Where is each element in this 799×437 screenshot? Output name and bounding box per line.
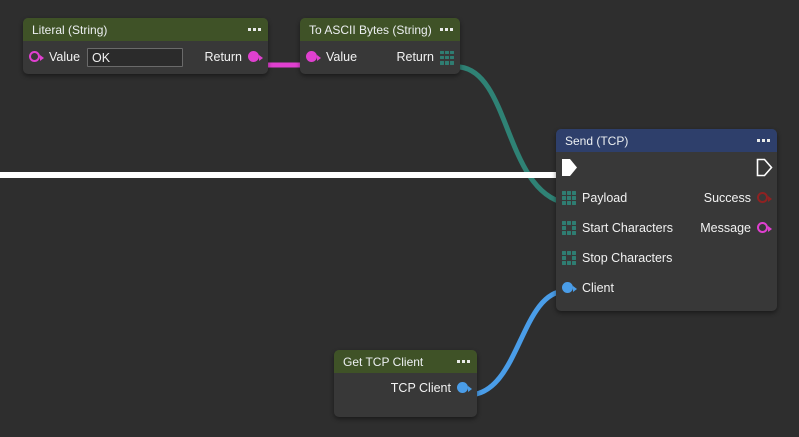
exec-out-arrow-icon[interactable]	[756, 158, 773, 177]
wire-tcpclient-to-send-client[interactable]	[465, 288, 569, 398]
node-body: TCP Client	[334, 373, 477, 417]
node-header[interactable]: Get TCP Client	[334, 350, 477, 373]
node-bottom-padding	[334, 403, 477, 417]
output-label-message: Message	[700, 220, 751, 235]
input-port-slot	[23, 51, 49, 64]
node-literal-string[interactable]: Literal (String) Value Return	[23, 18, 268, 74]
input-port-slot	[556, 281, 582, 295]
input-label-stop-characters: Stop Characters	[582, 250, 673, 265]
output-port-slot	[242, 51, 268, 64]
input-label-value: Value	[326, 50, 358, 64]
node-row: Start Characters Message	[556, 213, 777, 243]
client-port-icon[interactable]	[456, 381, 472, 395]
node-body: Value Return	[300, 41, 460, 74]
node-row: TCP Client	[334, 373, 477, 403]
node-row: Stop Characters	[556, 243, 777, 273]
output-label-return: Return	[396, 50, 434, 64]
ellipsis-icon[interactable]	[757, 139, 770, 142]
exec-in-arrow-icon[interactable]	[561, 158, 578, 177]
output-label-tcp-client: TCP Client	[390, 380, 451, 395]
node-body: Payload Success Start Characters Message	[556, 152, 777, 311]
client-port-icon[interactable]	[561, 281, 577, 295]
node-row: Client	[556, 273, 777, 303]
input-port-slot	[556, 221, 582, 235]
node-exec-row	[556, 152, 777, 183]
input-label-start-characters: Start Characters	[582, 220, 674, 235]
string-port-icon[interactable]	[756, 221, 772, 235]
byte-array-port-icon[interactable]	[440, 50, 454, 65]
wire-ascii-return-to-send-payload[interactable]	[457, 64, 568, 206]
output-port-slot	[751, 221, 777, 235]
string-port-icon[interactable]	[247, 51, 263, 64]
node-body: Value Return	[23, 41, 268, 74]
output-port-slot	[751, 191, 777, 205]
string-port-icon[interactable]	[28, 51, 44, 64]
node-title: Literal (String)	[32, 22, 108, 37]
node-title: Send (TCP)	[565, 133, 629, 148]
exec-out-port-slot	[751, 158, 777, 177]
output-port-slot	[434, 50, 460, 65]
output-port-slot	[451, 381, 477, 395]
exec-in-port-slot	[556, 158, 582, 177]
byte-array-port-icon[interactable]	[562, 251, 576, 265]
input-port-slot	[556, 251, 582, 265]
byte-array-port-icon[interactable]	[562, 191, 576, 205]
output-label-return: Return	[204, 50, 242, 64]
input-port-slot	[556, 191, 582, 205]
node-title: To ASCII Bytes (String)	[309, 22, 432, 37]
node-bottom-padding	[556, 303, 777, 311]
node-header[interactable]: To ASCII Bytes (String)	[300, 18, 460, 41]
byte-array-port-icon[interactable]	[562, 221, 576, 235]
ellipsis-icon[interactable]	[248, 28, 261, 31]
ellipsis-icon[interactable]	[457, 360, 470, 363]
node-send-tcp[interactable]: Send (TCP)	[556, 129, 777, 311]
node-row: Value Return	[300, 41, 460, 74]
input-label-value: Value	[49, 50, 81, 64]
ellipsis-icon[interactable]	[440, 28, 453, 31]
boolean-port-icon[interactable]	[756, 191, 772, 205]
node-get-tcp-client[interactable]: Get TCP Client TCP Client	[334, 350, 477, 417]
node-header[interactable]: Literal (String)	[23, 18, 268, 41]
output-label-success: Success	[703, 190, 751, 205]
node-to-ascii-bytes-string[interactable]: To ASCII Bytes (String) Value Return	[300, 18, 460, 74]
node-title: Get TCP Client	[343, 354, 424, 369]
input-port-slot	[300, 51, 326, 64]
input-label-payload: Payload	[582, 190, 628, 205]
input-label-client: Client	[582, 280, 614, 295]
value-input[interactable]	[87, 48, 184, 67]
node-header[interactable]: Send (TCP)	[556, 129, 777, 152]
string-port-icon[interactable]	[305, 51, 321, 64]
node-row: Value Return	[23, 41, 268, 74]
node-row: Payload Success	[556, 183, 777, 213]
